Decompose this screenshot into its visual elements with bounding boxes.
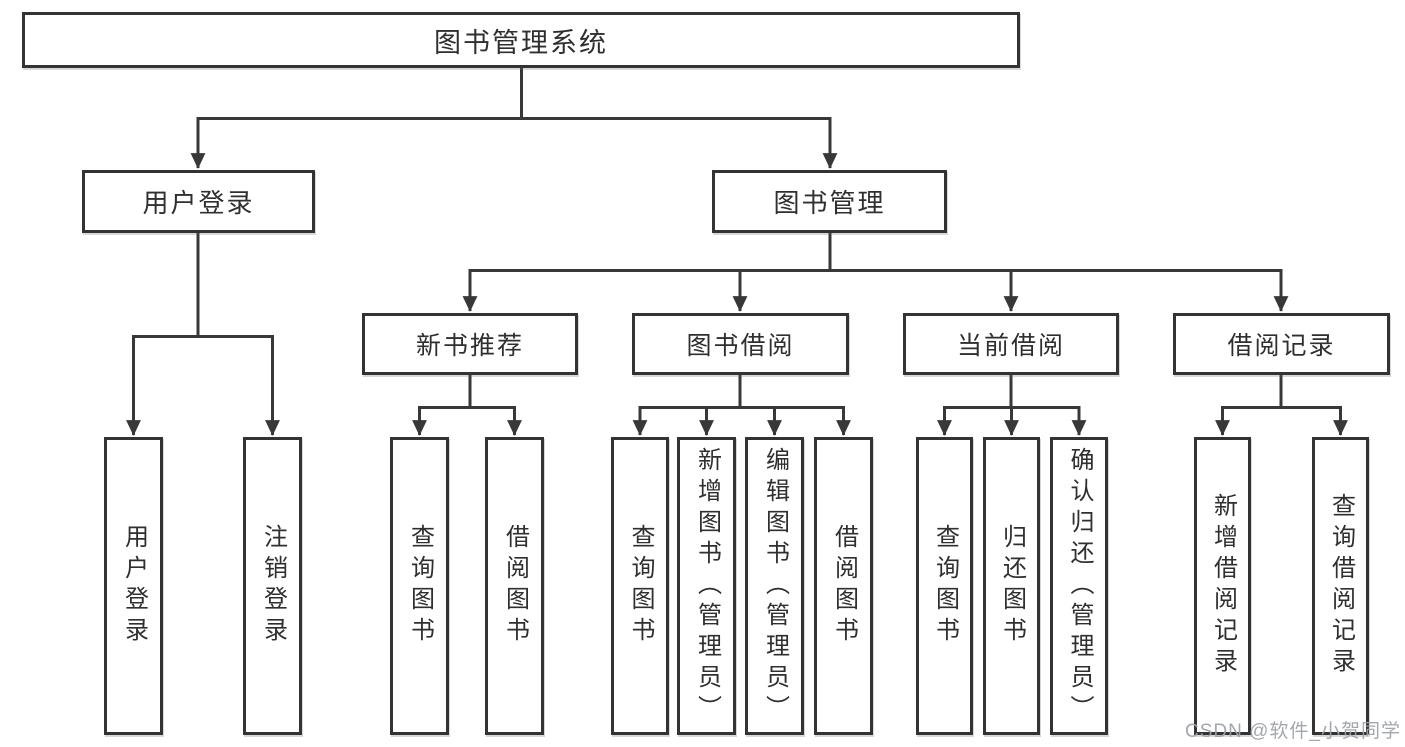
leaf-edit-books-admin-label: 编辑图书（管理员） xyxy=(761,446,789,726)
leaf-query-borrow-record-label: 查询借阅记录 xyxy=(1327,493,1355,679)
node-current-borrow-label: 当前借阅 xyxy=(956,332,1065,360)
connector-root-to-level2 xyxy=(190,68,838,169)
leaf-query-books-recommend: 查询图书 xyxy=(390,437,449,735)
connector-book-borrow-to-leaves xyxy=(632,375,851,436)
node-borrow-records: 借阅记录 xyxy=(1173,313,1390,375)
leaf-query-books-borrow: 查询图书 xyxy=(611,437,669,735)
node-borrow-records-label: 借阅记录 xyxy=(1227,332,1336,360)
leaf-query-books-current: 查询图书 xyxy=(916,437,973,735)
node-new-book-recommend-label: 新书推荐 xyxy=(415,332,524,360)
leaf-borrow-books: 借阅图书 xyxy=(814,437,873,735)
csdn-watermark: CSDN @软件_小贺同学 xyxy=(1185,721,1401,742)
leaf-confirm-return-admin: 确认归还（管理员） xyxy=(1050,437,1108,735)
node-root-label: 图书管理系统 xyxy=(434,27,608,58)
leaf-logout-label: 注销登录 xyxy=(259,524,287,648)
connector-borrow-record-to-leaves xyxy=(1215,375,1348,436)
leaf-query-books-current-label: 查询图书 xyxy=(931,524,959,648)
node-user-login: 用户登录 xyxy=(82,170,315,233)
leaf-query-books-borrow-label: 查询图书 xyxy=(627,524,654,648)
leaf-user-login: 用户登录 xyxy=(104,437,163,735)
leaf-add-borrow-record-label: 新增借阅记录 xyxy=(1209,493,1237,679)
leaf-confirm-return-admin-label: 确认归还（管理员） xyxy=(1066,446,1093,726)
leaf-borrow-books-label: 借阅图书 xyxy=(830,524,858,648)
leaf-borrow-books-recommend-label: 借阅图书 xyxy=(501,524,529,648)
node-book-borrow: 图书借阅 xyxy=(632,313,849,375)
node-root: 图书管理系统 xyxy=(22,12,1020,68)
node-new-book-recommend: 新书推荐 xyxy=(362,313,578,375)
leaf-add-books-admin-label: 新增图书（管理员） xyxy=(693,446,721,726)
leaf-edit-books-admin: 编辑图书（管理员） xyxy=(745,437,804,735)
connector-new-book-to-leaves xyxy=(412,375,522,436)
connector-user-login-to-leaves xyxy=(126,233,280,436)
leaf-add-borrow-record: 新增借阅记录 xyxy=(1194,437,1251,735)
node-book-management: 图书管理 xyxy=(712,170,947,233)
connector-current-borrow-to-leaves xyxy=(937,375,1087,436)
leaf-borrow-books-recommend: 借阅图书 xyxy=(485,437,544,735)
leaf-query-borrow-record: 查询借阅记录 xyxy=(1312,437,1369,735)
node-user-login-label: 用户登录 xyxy=(142,188,255,218)
connector-book-mgmt-to-level3 xyxy=(462,233,1289,312)
node-book-management-label: 图书管理 xyxy=(773,188,886,218)
leaf-logout: 注销登录 xyxy=(243,437,302,735)
node-current-borrow: 当前借阅 xyxy=(903,313,1119,375)
leaf-user-login-label: 用户登录 xyxy=(120,524,148,648)
leaf-return-books: 归还图书 xyxy=(983,437,1040,735)
leaf-query-books-recommend-label: 查询图书 xyxy=(406,524,434,648)
node-book-borrow-label: 图书借阅 xyxy=(686,332,795,360)
leaf-add-books-admin: 新增图书（管理员） xyxy=(677,437,736,735)
leaf-return-books-label: 归还图书 xyxy=(998,524,1026,648)
